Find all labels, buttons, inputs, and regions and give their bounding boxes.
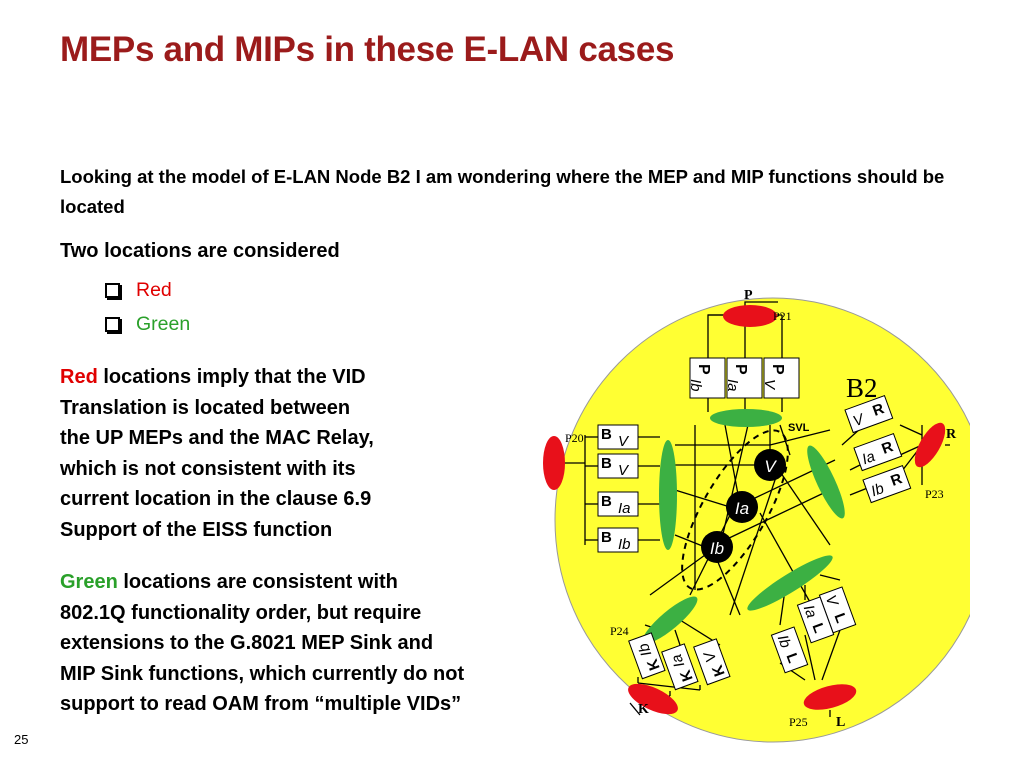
p-box-ib: P Ib — [687, 357, 726, 399]
r-box-ia: Ia R — [853, 432, 903, 472]
r-box-ia-vid: Ia — [860, 448, 878, 468]
port-p24-label: P24 — [610, 624, 629, 638]
port-p20-label: P20 — [565, 431, 584, 445]
green-location-bottom-right — [747, 555, 833, 611]
k-box-ib: K Ib — [628, 632, 666, 680]
l-box-v: V L — [818, 586, 857, 634]
bridge-b2-diagram: B2 — [543, 288, 970, 743]
p-box-ib-port: P — [695, 364, 712, 375]
b-box-ia: B Ia — [597, 491, 639, 517]
p-box-v: P V — [761, 357, 800, 399]
bullet-green-label: Green — [136, 313, 191, 335]
checkbox-bullet-icon — [105, 317, 120, 332]
relay-ib: Ib — [701, 531, 733, 563]
relay-v: V — [754, 449, 786, 481]
l-box-ia: Ia L — [796, 596, 835, 644]
p-port-boxes: P Ib P Ia P V — [687, 357, 800, 399]
green-line-2: 802.1Q functionality order, but require — [60, 601, 422, 624]
b-port-boxes: B V B V B Ia B Ib — [597, 424, 639, 553]
intro-text: Looking at the model of E-LAN Node B2 I … — [60, 166, 945, 217]
green-line-5: support to read OAM from “multiple VIDs” — [60, 693, 462, 715]
p-box-ia: P Ia — [724, 357, 763, 399]
l-port-boxes: V L Ia L Ib L — [770, 586, 857, 674]
red-line-3: the UP MEPs and the MAC Relay, — [60, 427, 374, 449]
checkbox-bullet-icon — [105, 283, 120, 298]
b-box-v2-port: B — [601, 455, 612, 472]
bullet-red-label: Red — [136, 279, 172, 301]
l-box-ib-vid: Ib — [774, 633, 794, 651]
p-box-v-vid: V — [761, 379, 778, 391]
green-location-left — [659, 440, 677, 550]
port-k-label: K — [638, 702, 649, 717]
b-box-ia-vid: Ia — [618, 500, 631, 517]
svl-label: SVL — [788, 422, 810, 434]
page-number: 25 — [14, 732, 29, 747]
p-box-ia-port: P — [732, 364, 749, 375]
green-line-4: MIP Sink functions, which currently do n… — [60, 662, 465, 685]
b-box-v2: B V — [597, 453, 639, 479]
port-p20-red — [543, 436, 565, 490]
red-line-4: which is not consistent with its — [60, 457, 356, 480]
b-box-ib: B Ib — [597, 527, 639, 553]
green-location-top — [710, 409, 782, 427]
r-box-v: V R — [844, 394, 894, 434]
red-line-1: locations imply that the VID — [97, 366, 366, 388]
r-port-boxes: V R Ia R Ib R — [844, 394, 912, 504]
green-location-bottom-left — [642, 596, 698, 644]
relay-ib-label: Ib — [710, 539, 724, 558]
port-p23-label: P23 — [925, 487, 944, 501]
relay-v-label: V — [764, 457, 777, 476]
node-label: B2 — [846, 373, 878, 403]
green-location-right — [807, 445, 845, 519]
b-box-v2-vid: V — [618, 462, 630, 479]
port-p24-red — [628, 683, 678, 715]
green-line-1: locations are consistent with — [117, 571, 398, 593]
locations-heading: Two locations are considered — [60, 240, 340, 262]
k-box-ia: K Ia — [661, 643, 699, 691]
port-l-label: L — [836, 715, 845, 730]
port-r-label: R — [946, 427, 957, 442]
l-box-ib: Ib L — [770, 626, 809, 674]
bullet-red: Red — [105, 279, 172, 302]
bullet-green: Green — [105, 313, 190, 336]
k-box-v: K V — [693, 638, 731, 686]
p-box-ib-vid: Ib — [687, 379, 704, 392]
k-box-ia-vid: Ia — [668, 652, 688, 670]
port-p-label: P — [744, 288, 753, 303]
b-box-v1-port: B — [601, 426, 612, 443]
red-line-6: Support of the EISS function — [60, 518, 333, 541]
red-paragraph: Red locations imply that the VID Transla… — [60, 362, 374, 545]
b-box-ib-port: B — [601, 529, 612, 546]
relay-ia-label: Ia — [735, 499, 749, 518]
slide-title: MEPs and MIPs in these E-LAN cases — [60, 30, 675, 69]
b-box-ib-vid: Ib — [618, 536, 631, 553]
green-line-3: extensions to the G.8021 MEP Sink and — [60, 632, 434, 654]
b-box-v1: B V — [597, 424, 639, 450]
port-p25-label: P25 — [789, 715, 808, 729]
b-box-v1-vid: V — [618, 433, 630, 450]
relay-ia: Ia — [726, 491, 758, 523]
k-port-boxes: K Ib K Ia K V — [628, 632, 731, 691]
p-box-ia-vid: Ia — [724, 379, 741, 392]
r-box-ib-vid: Ib — [869, 480, 887, 500]
green-lead: Green — [60, 571, 118, 593]
red-lead: Red — [60, 366, 98, 388]
port-p21-label: P21 — [773, 309, 792, 323]
port-p23-red — [914, 422, 946, 468]
red-line-2: Translation is located between — [60, 396, 351, 419]
k-box-ib-vid: Ib — [635, 641, 655, 659]
r-box-ib: Ib R — [862, 464, 912, 504]
b-box-ia-port: B — [601, 493, 612, 510]
green-paragraph: Green locations are consistent with 802.… — [60, 567, 464, 720]
p-box-v-port: P — [769, 364, 786, 375]
port-p21-red — [723, 305, 777, 327]
l-box-ia-vid: Ia — [800, 603, 820, 621]
red-line-5: current location in the clause 6.9 — [60, 488, 372, 510]
port-p25-red — [803, 684, 857, 710]
